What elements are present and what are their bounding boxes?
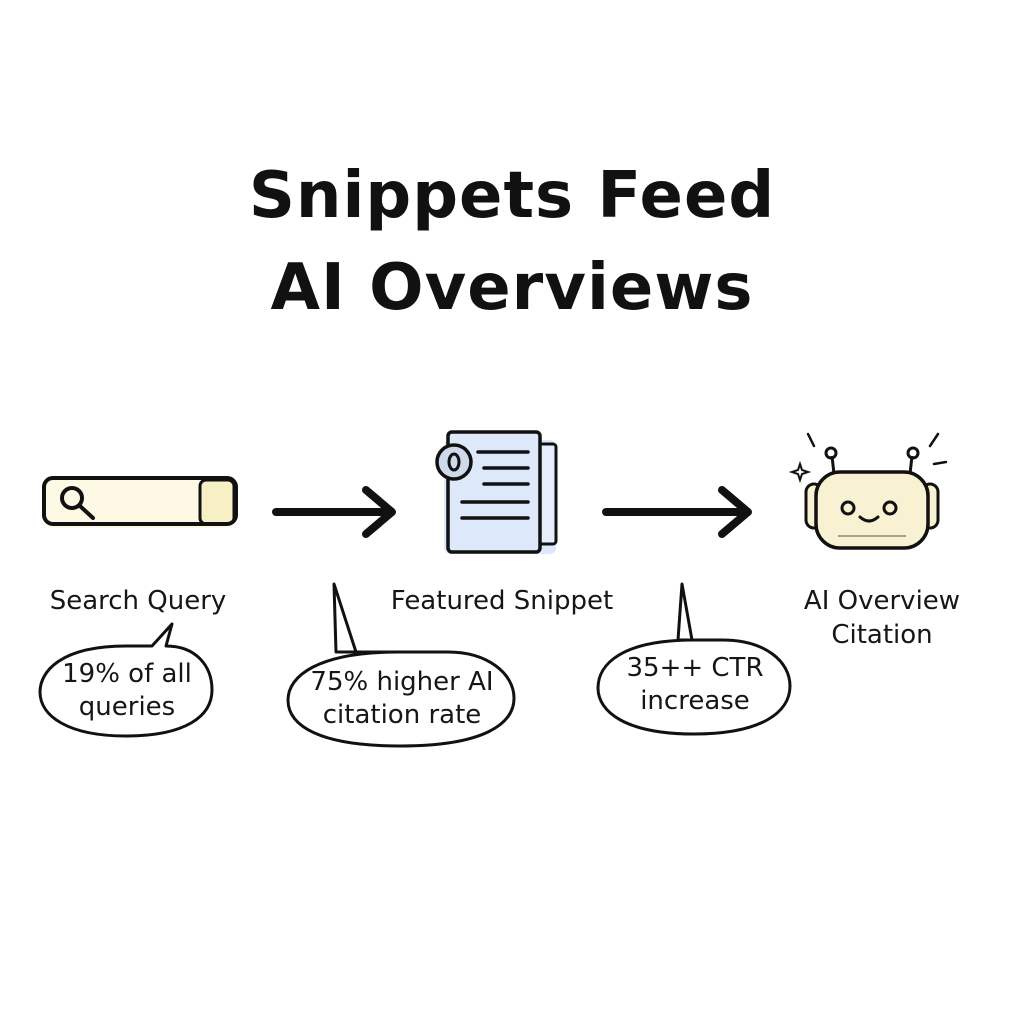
callout-bubble [38, 622, 214, 738]
arrow-right-icon [602, 486, 752, 538]
step-label-search-query: Search Query [49, 586, 227, 616]
callout-line-1: 75% higher AI [310, 667, 494, 697]
title-line-1: Snippets Feed [248, 159, 776, 233]
callout-line-2: increase [640, 686, 750, 716]
arrow-right-icon [272, 486, 396, 538]
snippet-document-icon [435, 430, 558, 554]
step-label-ai-overview-citation: AI Overview Citation [774, 584, 990, 652]
diagram-title: Snippets Feed AI Overviews [0, 150, 1024, 334]
callout-line-1: 35++ CTR [626, 653, 764, 683]
step-label-line-1: AI Overview [803, 586, 961, 616]
title-line-2: AI Overviews [270, 251, 754, 325]
callout-text-ctr: 35++ CTR increase [602, 652, 788, 718]
callout-text-citation-rate: 75% higher AI citation rate [292, 666, 512, 732]
callout-bubble [596, 582, 792, 736]
callout-line-2: queries [78, 692, 176, 722]
callout-bubble [286, 582, 516, 748]
step-label-featured-snippet: Featured Snippet [390, 586, 614, 616]
callout-line-2: citation rate [322, 700, 482, 730]
search-bar-icon [42, 476, 238, 528]
callout-text-queries: 19% of all queries [44, 658, 210, 724]
callout-line-1: 19% of all [62, 659, 192, 689]
robot-icon [788, 432, 948, 550]
step-label-line-2: Citation [831, 620, 933, 650]
